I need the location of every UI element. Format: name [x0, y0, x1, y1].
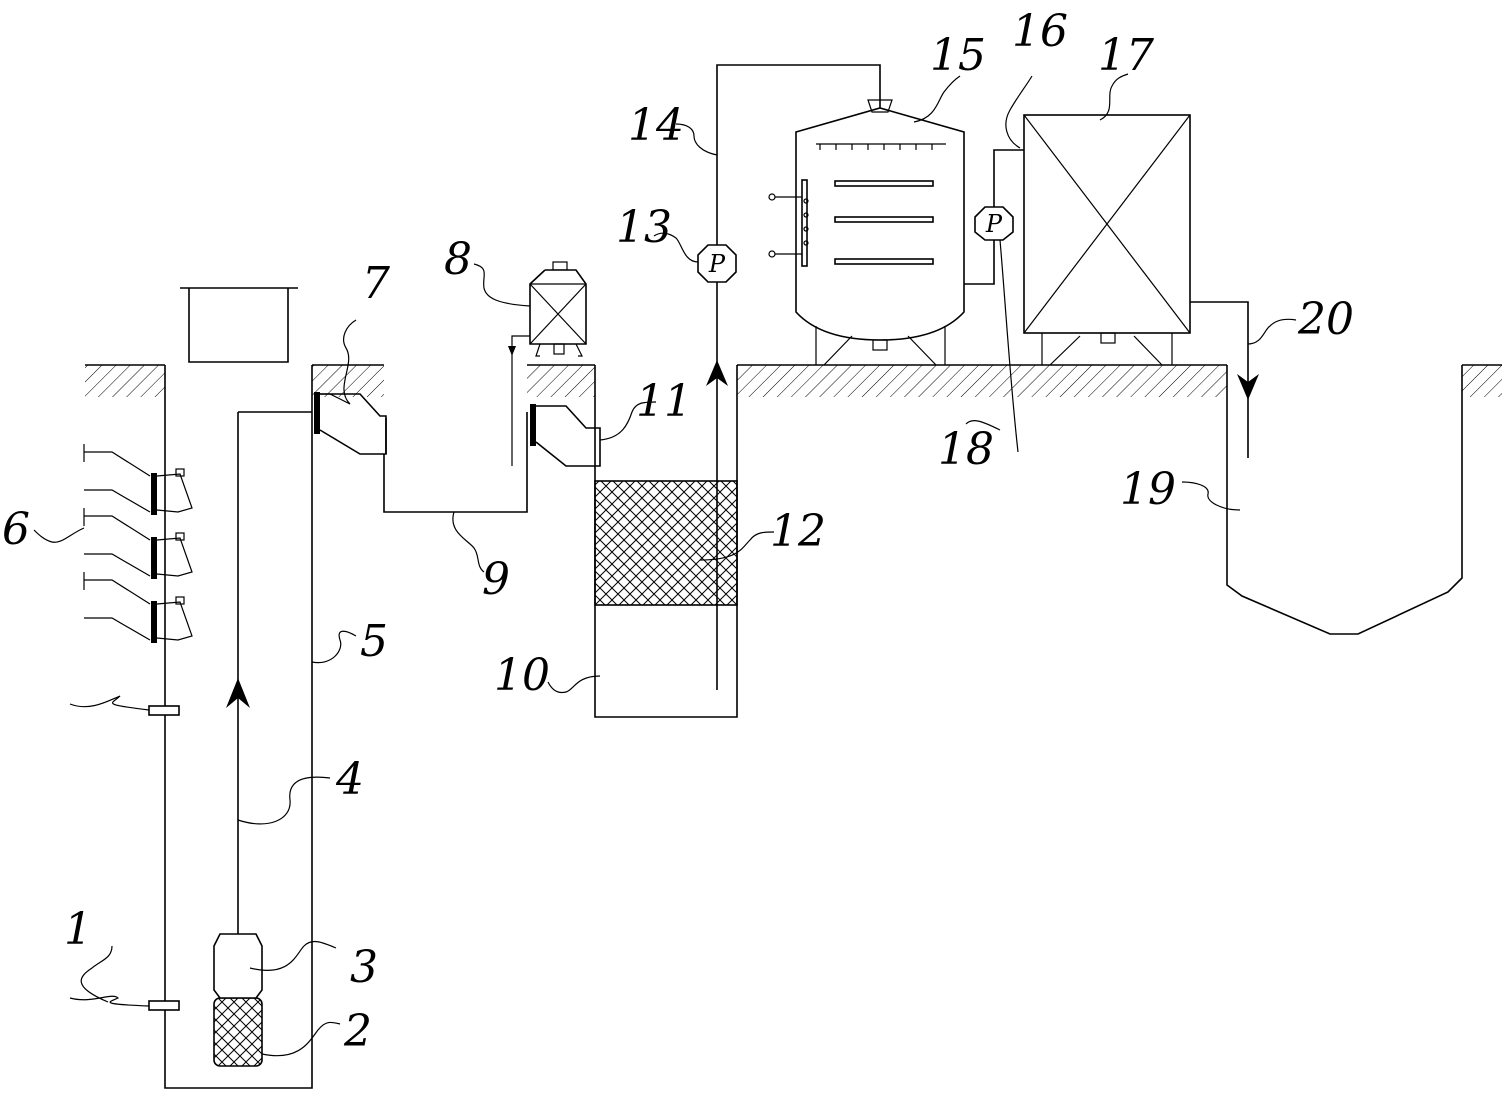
- label-3: 3: [350, 942, 378, 993]
- label-18: 18: [938, 424, 994, 475]
- inlet-pipes: [83, 444, 193, 643]
- label-1: 1: [64, 904, 92, 955]
- pump-18-label: P: [985, 210, 1003, 238]
- label-8: 8: [444, 234, 472, 285]
- pipe-fitting-7: [314, 392, 528, 513]
- pump-13-label: P: [708, 250, 726, 278]
- label-4: 4: [335, 754, 364, 805]
- ground: [85, 364, 1502, 397]
- label-15: 15: [930, 30, 986, 81]
- treatment-box: [1023, 114, 1191, 366]
- reactor-tank: [768, 99, 965, 366]
- spray-nozzles: [819, 144, 933, 150]
- dosing-unit: [508, 261, 587, 466]
- label-5: 5: [360, 616, 388, 667]
- label-13: 13: [616, 202, 672, 253]
- level-sensors: [69, 695, 180, 1011]
- submersible-pump: [213, 411, 312, 1067]
- label-9: 9: [482, 554, 510, 605]
- label-20: 20: [1297, 294, 1354, 345]
- filter-tank: [530, 282, 738, 718]
- label-6: 6: [2, 504, 30, 555]
- callout-labels: 1 2 3 4 5 6 7 8 9 10 11 12 13 14 15 16 1…: [2, 6, 1354, 1057]
- label-10: 10: [494, 650, 550, 701]
- label-19: 19: [1120, 464, 1176, 515]
- label-7: 7: [362, 258, 390, 309]
- pump-18: P: [964, 149, 1024, 285]
- outlet-line: [1190, 301, 1259, 458]
- label-16: 16: [1012, 6, 1068, 57]
- label-17: 17: [1098, 30, 1154, 81]
- label-2: 2: [343, 1006, 372, 1057]
- label-11: 11: [636, 376, 692, 427]
- pump-13: P: [697, 244, 737, 283]
- pond: [1226, 365, 1463, 635]
- well-shaft: [164, 287, 313, 1089]
- label-12: 12: [770, 506, 826, 557]
- label-14: 14: [628, 100, 684, 151]
- leader-lines: [33, 73, 1297, 1057]
